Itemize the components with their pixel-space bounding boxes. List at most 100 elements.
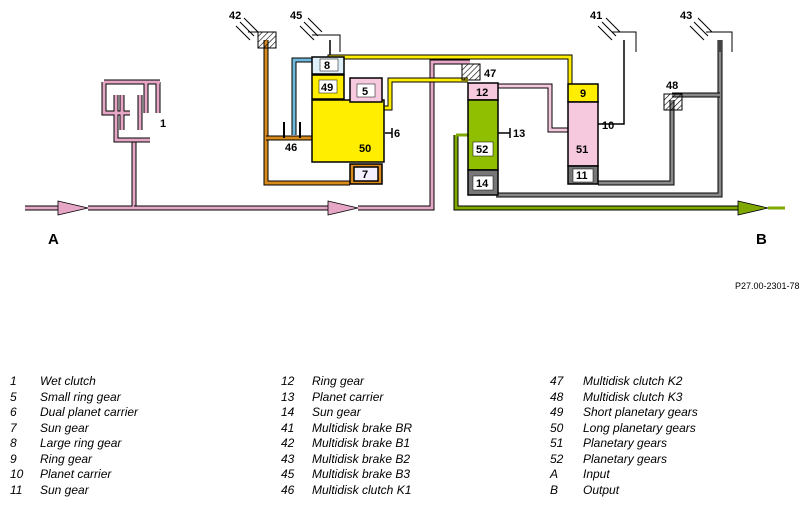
label-48: 48 (666, 80, 678, 92)
label-5: 5 (362, 86, 368, 98)
label-14: 14 (476, 178, 489, 190)
legend-text: Multidisk brake B1 (312, 436, 411, 450)
legend-text: Planetary gears (583, 436, 668, 450)
legend-num: 5 (10, 389, 17, 404)
legend-item: 14 Sun gear (281, 405, 412, 421)
legend-num: 10 (10, 467, 24, 481)
legend-text: Short planetary gears (583, 405, 698, 419)
legend-text: Multidisk brake B3 (312, 467, 411, 481)
legend-text: Wet clutch (40, 374, 96, 388)
label-boxes (318, 58, 594, 191)
label-51: 51 (576, 144, 588, 156)
input-shaft (25, 59, 470, 216)
legend-text: Multidisk brake BR (312, 420, 413, 435)
legend-text: Sun gear (312, 405, 361, 419)
legend-num: 49 (550, 405, 564, 419)
legend-column-1: 1 Wet clutch 5 Small ring gear 6 Dual plane… (10, 374, 138, 498)
legend-num: 7 (10, 420, 17, 435)
legend-text: Ring gear (312, 374, 365, 388)
legend-num: 14 (281, 405, 295, 419)
legend-text: Multidisk clutch K1 (312, 482, 412, 497)
legend-text: Multidisk clutch K3 (583, 389, 683, 404)
legend-text: Multidisk clutch K2 (583, 374, 683, 388)
legend-text: Ring gear (40, 451, 93, 466)
label-49: 49 (321, 82, 333, 94)
gear-diagram: 42 45 41 43 1 8 49 5 6 46 50 7 47 12 13 … (25, 10, 785, 248)
legend-item: 46 Multidisk clutch K1 (281, 483, 412, 499)
label-9: 9 (580, 88, 586, 100)
legend-item: 6 Dual planet carrier (10, 405, 138, 421)
legend-num: 51 (550, 436, 564, 450)
legend-text: Planet carrier (40, 467, 112, 481)
blue-links (291, 40, 331, 135)
label-43: 43 (680, 10, 692, 22)
legend-item: 45 Multidisk brake B3 (281, 467, 412, 483)
pink-links (496, 83, 570, 133)
label-52: 52 (476, 144, 488, 156)
legend-text: Small ring gear (40, 389, 121, 404)
legend-num: 46 (281, 482, 295, 497)
legend-item: 5 Small ring gear (10, 390, 138, 406)
legend-num: 45 (281, 467, 295, 481)
label-13: 13 (513, 128, 525, 140)
legend-num: 48 (550, 389, 564, 404)
label-10: 10 (602, 120, 614, 132)
legend-num: 41 (281, 420, 295, 435)
legend-num: 50 (550, 420, 564, 435)
wet-clutch-fill (102, 80, 160, 142)
label-42: 42 (229, 10, 241, 22)
legend-item: 43 Multidisk brake B2 (281, 452, 412, 468)
legend-num: 52 (550, 451, 564, 466)
label-12: 12 (476, 87, 488, 99)
legend-item: 51 Planetary gears (550, 436, 698, 452)
legend-num: 12 (281, 374, 295, 388)
output-label: B (756, 231, 767, 248)
label-8: 8 (324, 60, 330, 72)
legend-item: 12 Ring gear (281, 374, 412, 390)
wet-clutch (101, 79, 161, 143)
legend-num: 43 (281, 451, 295, 466)
orange-links (263, 40, 350, 186)
legend-text: Planet carrier (312, 389, 384, 404)
legend-item: 1 Wet clutch (10, 374, 138, 390)
legend-num: B (550, 482, 559, 497)
legend-text: Multidisk brake B2 (312, 451, 411, 466)
legend-num: 13 (281, 389, 295, 404)
brake-symbols (235, 17, 733, 111)
label-6: 6 (394, 128, 400, 140)
gray-links (496, 40, 723, 198)
label-45: 45 (290, 10, 302, 22)
label-50: 50 (359, 143, 371, 155)
legend-item: 13 Planet carrier (281, 390, 412, 406)
reference-code: P27.00-2301-78 (735, 281, 800, 291)
label-7: 7 (362, 169, 368, 181)
label-46: 46 (285, 142, 297, 154)
legend-text: Large ring gear (40, 436, 122, 450)
legend-text: Sun gear (40, 482, 89, 497)
label-11: 11 (576, 170, 588, 182)
label-1: 1 (160, 118, 166, 130)
legend-text: Dual planet carrier (40, 405, 139, 419)
legend-item: 10 Planet carrier (10, 467, 138, 483)
legend-item: 49 Short planetary gears (550, 405, 698, 421)
legend-item: 48 Multidisk clutch K3 (550, 390, 698, 406)
legend-text: Input (583, 467, 610, 481)
input-label: A (48, 231, 59, 248)
legend-num: 6 (10, 405, 17, 419)
legend-num: 1 (10, 374, 17, 388)
label-41: 41 (590, 10, 602, 22)
legend-text: Long planetary gears (583, 420, 696, 435)
label-47: 47 (484, 68, 496, 80)
legend-item: 41 Multidisk brake BR (281, 421, 412, 437)
